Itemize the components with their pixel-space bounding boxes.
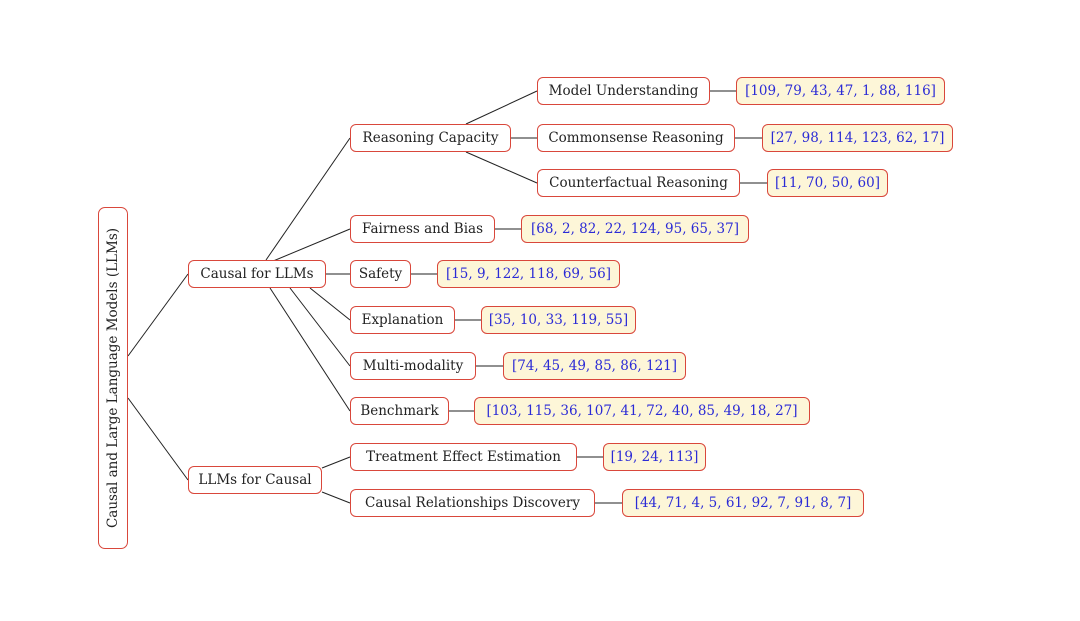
node-multi-modality: Multi-modality: [350, 352, 476, 380]
edge-cfl-multimodality: [289, 287, 351, 367]
refs-explanation: [35, 10, 33, 119, 55]: [481, 306, 636, 334]
node-commonsense-reasoning: Commonsense Reasoning: [537, 124, 735, 152]
edge-cfl-explanation: [309, 287, 351, 321]
refs-counterfactual-reasoning: [11, 70, 50, 60]: [767, 169, 888, 197]
refs-commonsense-reasoning: [27, 98, 114, 123, 62, 17]: [762, 124, 953, 152]
node-llms-for-causal: LLMs for Causal: [188, 466, 322, 494]
refs-fairness-and-bias: [68, 2, 82, 22, 124, 95, 65, 37]: [521, 215, 749, 243]
node-benchmark: Benchmark: [350, 397, 449, 425]
refs-treatment-effect-estimation: [19, 24, 113]: [603, 443, 706, 471]
refs-safety: [15, 9, 122, 118, 69, 56]: [437, 260, 620, 288]
root-label: Causal and Large Language Models (LLMs): [105, 227, 121, 529]
edge-cfl-reasoning: [265, 137, 351, 261]
edge-lfc-treatment: [321, 456, 351, 469]
refs-benchmark: [103, 115, 36, 107, 41, 72, 40, 85, 49, …: [474, 397, 810, 425]
edge-root-llms-for-causal: [127, 397, 189, 481]
node-causal-for-llms: Causal for LLMs: [188, 260, 326, 288]
node-explanation: Explanation: [350, 306, 455, 334]
refs-multi-modality: [74, 45, 49, 85, 86, 121]: [503, 352, 686, 380]
node-treatment-effect-estimation: Treatment Effect Estimation: [350, 443, 577, 471]
node-causal-relationships-discovery: Causal Relationships Discovery: [350, 489, 595, 517]
node-fairness-and-bias: Fairness and Bias: [350, 215, 495, 243]
edge-cfl-fairness: [265, 228, 351, 265]
edge-rc-counterfactual: [465, 151, 538, 184]
edge-cfl-benchmark: [269, 287, 351, 412]
refs-causal-relationships-discovery: [44, 71, 4, 5, 61, 92, 7, 91, 8, 7]: [622, 489, 864, 517]
edge-rc-model-understanding: [465, 90, 538, 125]
node-safety: Safety: [350, 260, 411, 288]
node-reasoning-capacity: Reasoning Capacity: [350, 124, 511, 152]
edge-root-causal-for-llms: [127, 273, 189, 357]
node-counterfactual-reasoning: Counterfactual Reasoning: [537, 169, 740, 197]
refs-model-understanding: [109, 79, 43, 47, 1, 88, 116]: [736, 77, 945, 105]
edge-lfc-discovery: [321, 491, 351, 504]
node-model-understanding: Model Understanding: [537, 77, 710, 105]
root-node: Causal and Large Language Models (LLMs): [98, 207, 128, 549]
